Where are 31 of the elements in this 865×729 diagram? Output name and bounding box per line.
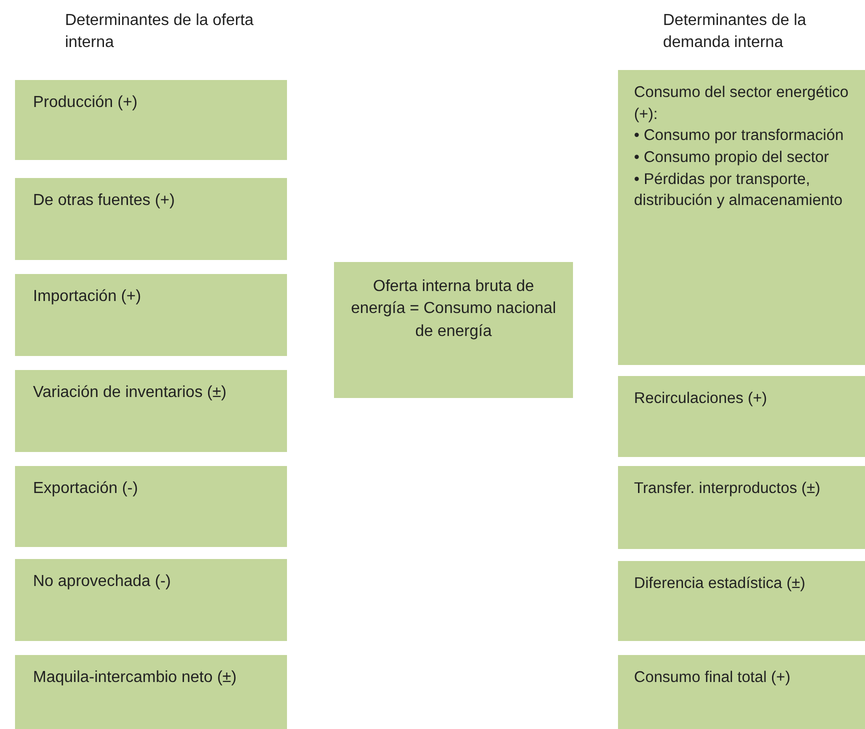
- process-box: [15, 655, 287, 729]
- box-text: No aprovechada (-): [33, 572, 172, 592]
- column-heading: Determinantes de la demanda interna: [663, 11, 808, 54]
- process-box: [618, 655, 865, 729]
- box-text: Variación de inventarios (±): [33, 383, 228, 403]
- bullet-item: • Consumo por transformación: [634, 126, 845, 146]
- process-box: [618, 561, 865, 641]
- box-text: Producción (+): [33, 93, 138, 113]
- box-text: De otras fuentes (+): [33, 191, 176, 211]
- bullet-item: • Pérdidas por transporte, distribución y almacenamiento: [634, 170, 844, 212]
- box-text: Consumo final total (+): [634, 668, 792, 688]
- process-box: [618, 376, 865, 457]
- process-box: [618, 70, 865, 365]
- process-box: [15, 178, 287, 260]
- box-text: Diferencia estadística (±): [634, 574, 806, 594]
- box-text: Importación (+): [33, 287, 142, 307]
- box-text: Exportación (-): [33, 479, 139, 499]
- process-box: [618, 466, 865, 549]
- column-heading: Determinantes de la oferta interna: [65, 11, 255, 54]
- box-text: Transfer. interproductos (±): [634, 479, 822, 499]
- box-text: Recirculaciones (+): [634, 389, 768, 409]
- box-text: Maquila-intercambio neto (±): [33, 668, 238, 688]
- process-box: [15, 370, 287, 452]
- process-box: [15, 80, 287, 160]
- bullet-item: • Consumo propio del sector: [634, 148, 830, 168]
- box-text: Oferta interna bruta de energía = Consumo nacional de energía: [350, 277, 558, 342]
- process-box: [15, 274, 287, 356]
- process-box: [15, 466, 287, 547]
- box-text: Consumo del sector energético (+):: [634, 83, 850, 125]
- process-box: [334, 262, 573, 398]
- process-box: [15, 559, 287, 641]
